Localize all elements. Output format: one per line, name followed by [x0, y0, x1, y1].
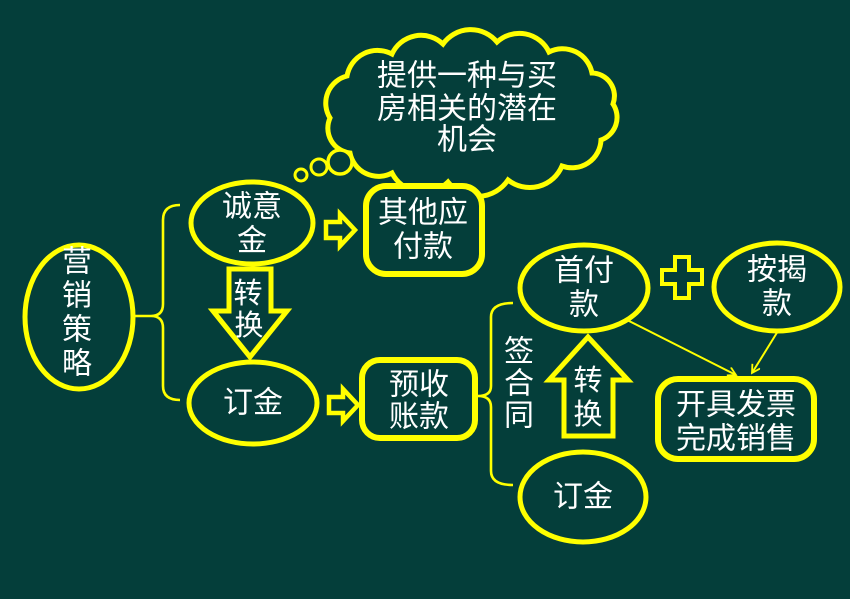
node-mortgage: 按揭 款	[711, 240, 843, 334]
left-brace	[150, 203, 181, 402]
sign-contract-char2: 合	[504, 367, 534, 402]
advance-receipts-line1: 预收	[389, 368, 449, 403]
convert-up-char2: 换	[573, 397, 602, 431]
right-arrow-icon-bottom	[326, 383, 362, 427]
advance-receipts-box	[359, 357, 478, 441]
other-payables-line1: 其他应	[378, 196, 468, 231]
invoice-sales-line1: 开具发票	[676, 388, 796, 423]
node-earnest-money: 诚意 金	[188, 179, 316, 267]
marketing-strategy-char2: 销	[62, 279, 92, 314]
other-payables-line2: 付款	[393, 230, 453, 265]
mortgage-to-invoice-arrow	[752, 330, 779, 373]
invoice-sales-box	[655, 376, 817, 462]
convert-down-char1: 转	[233, 276, 262, 310]
cloud-text-line2: 房相关的潜在	[377, 92, 557, 127]
marketing-strategy-char3: 策	[62, 313, 92, 348]
cloud-tail-bubble-medium	[309, 157, 329, 177]
down-payment-ellipse	[517, 242, 651, 334]
down-payment-line2: 款	[569, 288, 599, 323]
node-invoice-sales: 开具发票 完成销售	[655, 376, 817, 462]
down-payment-to-invoice-arrow	[626, 319, 736, 375]
down-arrow-icon	[207, 266, 293, 361]
node-deposit-left: 订金	[186, 359, 320, 447]
deposit-left-label: 订金	[223, 386, 283, 421]
convert-down-char2: 换	[234, 308, 263, 342]
mortgage-line2: 款	[762, 287, 792, 322]
other-payables-box	[363, 183, 485, 277]
marketing-strategy-ellipse	[22, 242, 136, 392]
cloud-tail-bubble-large	[326, 148, 354, 176]
advance-receipts-line2: 账款	[389, 400, 449, 435]
node-marketing-strategy: 营 销 策 略	[22, 242, 136, 392]
convert-up-char1: 转	[573, 363, 602, 397]
brace-marketing-group	[134, 203, 181, 402]
invoice-sales-line2: 完成销售	[676, 422, 796, 457]
marketing-strategy-char1: 营	[62, 245, 92, 280]
node-advance-receipts: 预收 账款	[359, 357, 478, 441]
marketing-strategy-char4: 略	[62, 347, 92, 382]
earnest-money-ellipse	[188, 179, 316, 267]
mortgage-line1: 按揭	[747, 253, 807, 288]
deposit-bottom-label: 订金	[553, 480, 613, 515]
plus-icon	[660, 255, 704, 300]
node-down-payment: 首付 款	[517, 242, 651, 334]
sign-contract-char3: 同	[504, 399, 534, 434]
up-arrow-icon	[543, 333, 634, 439]
node-other-payables: 其他应 付款	[363, 183, 485, 277]
convert-up-arrow: 转 换	[543, 333, 634, 439]
right-arrow-icon-top	[323, 208, 359, 252]
cloud-tail-bubble-small	[293, 167, 309, 183]
convert-down-arrow: 转 换	[207, 266, 293, 361]
cloud-text-line3: 机会	[437, 123, 497, 158]
deposit-bottom-ellipse	[517, 449, 649, 545]
deposit-left-ellipse	[186, 359, 320, 447]
thought-cloud: 提供一种与买 房相关的潜在 机会	[293, 27, 620, 199]
brace-sign-contract: 签 合 同	[477, 301, 534, 487]
node-deposit-bottom: 订金	[517, 449, 649, 545]
earnest-money-line2: 金	[237, 224, 267, 259]
cloud-text-line1: 提供一种与买	[377, 59, 557, 94]
sign-contract-brace	[477, 301, 514, 487]
sign-contract-char1: 签	[504, 335, 534, 370]
down-payment-line1: 首付	[554, 254, 614, 289]
earnest-money-line1: 诚意	[222, 190, 282, 225]
